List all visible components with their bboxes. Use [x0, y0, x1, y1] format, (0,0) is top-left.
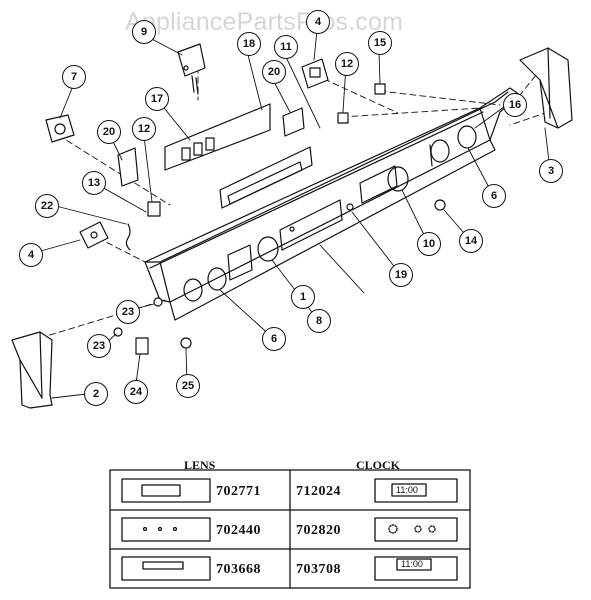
- watermark-text: AppliancePartsPros.com: [125, 8, 404, 36]
- clock-part-number: 702820: [296, 523, 341, 538]
- callout-9: 9: [132, 20, 156, 44]
- part-24-bracket: [135, 337, 149, 355]
- part-14-screw: [434, 199, 446, 211]
- end-cap-left: [11, 331, 53, 409]
- callout-2: 2: [84, 382, 108, 406]
- callout-4: 4: [19, 243, 43, 267]
- part-18-lens: [219, 146, 313, 209]
- lens-swatch: [121, 556, 211, 581]
- callout-16: 16: [503, 93, 527, 117]
- clock-swatch: [374, 556, 458, 581]
- callout-20: 20: [97, 120, 121, 144]
- end-cap-right: [519, 47, 573, 129]
- part-20-bracket: [117, 107, 305, 187]
- part-12-block: [147, 112, 349, 217]
- callout-6: 6: [262, 327, 286, 351]
- callout-3: 3: [539, 159, 563, 183]
- callout-17: 17: [145, 87, 169, 111]
- lens-part-number: 703668: [216, 562, 261, 577]
- callout-19: 19: [389, 263, 413, 287]
- callout-7: 7: [62, 65, 86, 89]
- callout-23: 23: [87, 334, 111, 358]
- part-22-wire: [125, 223, 131, 251]
- callout-8: 8: [307, 309, 331, 333]
- clock-display: [391, 483, 427, 497]
- callout-25: 25: [176, 374, 200, 398]
- part-9-switch: [177, 43, 206, 95]
- clock-part-number: 712024: [296, 484, 341, 499]
- lens-swatch-window: [142, 561, 184, 570]
- clock-header: CLOCK: [356, 458, 401, 472]
- lens-header: LENS: [184, 458, 216, 472]
- clock-display-text: 11:00: [401, 559, 423, 569]
- lens-swatch: [121, 478, 211, 503]
- clock-swatch: [374, 517, 458, 542]
- lens-part-number: 702440: [216, 523, 261, 538]
- parts-table: [109, 469, 471, 589]
- part-4-switch: [79, 58, 329, 249]
- callout-18: 18: [237, 32, 261, 56]
- callout-4: 4: [306, 10, 330, 34]
- part-23-screw: [153, 297, 163, 307]
- alignment-lines: [39, 59, 549, 339]
- lens-part-number: 702771: [216, 484, 261, 499]
- callout-20: 20: [262, 60, 286, 84]
- callout-6: 6: [482, 184, 506, 208]
- clock-display-text: 11:00: [396, 485, 418, 495]
- part-7-knob: [45, 114, 75, 143]
- clock-part-number: 703708: [296, 562, 341, 577]
- callout-14: 14: [459, 229, 483, 253]
- clock-display: [396, 558, 432, 571]
- callout-13: 13: [82, 171, 106, 195]
- callout-24: 24: [124, 380, 148, 404]
- lens-swatch: [121, 517, 211, 542]
- callout-1: 1: [291, 285, 315, 309]
- callout-10: 10: [417, 232, 441, 256]
- callout-15: 15: [368, 31, 392, 55]
- callout-12: 12: [335, 52, 359, 76]
- callout-22: 22: [35, 194, 59, 218]
- lens-swatch-window: [141, 484, 181, 497]
- callout-23: 23: [116, 300, 140, 324]
- part-15-block: [374, 83, 386, 95]
- part-25-nut: [180, 337, 192, 349]
- callout-11: 11: [274, 35, 298, 59]
- callout-12: 12: [132, 117, 156, 141]
- control-panel-part: [144, 87, 521, 321]
- part-17-bracket: [164, 103, 271, 171]
- clock-swatch: [374, 478, 458, 503]
